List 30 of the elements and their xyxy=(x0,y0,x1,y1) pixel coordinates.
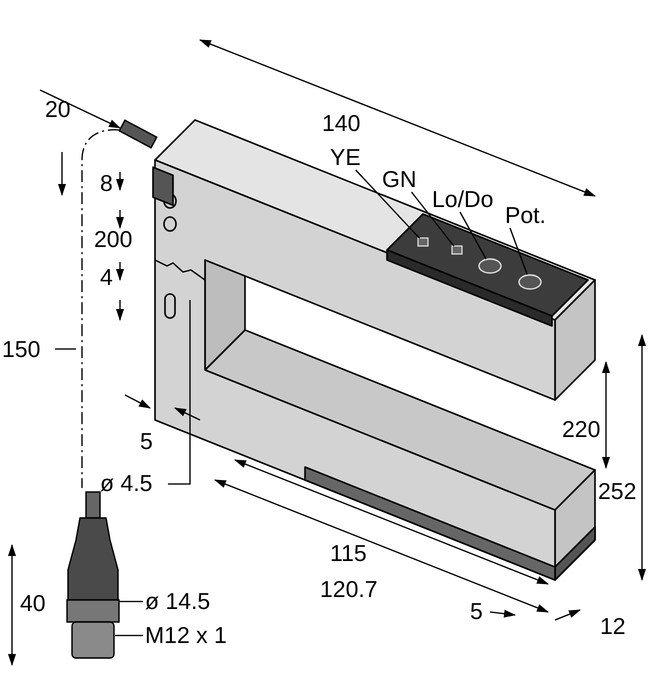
dimension-label: 4 xyxy=(100,266,113,289)
leader-line xyxy=(410,192,454,246)
indicator-led xyxy=(451,245,463,255)
callout-label: ø 14.5 xyxy=(145,590,210,613)
dimension-label: 5 xyxy=(140,430,153,453)
dimension-label: 200 xyxy=(94,228,132,251)
dimension-label: 8 xyxy=(100,172,113,195)
dimension-label: 220 xyxy=(562,418,600,441)
potentiometer-knob xyxy=(478,258,502,274)
dimension-label: ø 4.5 xyxy=(100,472,152,495)
dimension-label: 12 xyxy=(600,615,626,638)
dimension-label: 5 xyxy=(470,600,483,623)
dimension-label: 252 xyxy=(598,480,636,503)
dimension-label: 115 xyxy=(330,542,367,565)
leader-line xyxy=(115,634,143,636)
callout-label: YE xyxy=(330,146,361,169)
dimension-label: 140 xyxy=(322,112,360,135)
dimension-label: 20 xyxy=(45,98,71,121)
dimension-label: 150 xyxy=(2,338,40,361)
leader-line xyxy=(459,212,487,260)
callout-label: Pot. xyxy=(505,204,546,227)
callout-label: GN xyxy=(382,168,416,191)
callout-label: M12 x 1 xyxy=(145,624,227,647)
leader-line xyxy=(119,600,143,602)
dimension-label: 40 xyxy=(20,592,46,615)
callout-label: Lo/Do xyxy=(432,188,494,211)
indicator-led xyxy=(417,237,429,247)
leader-line xyxy=(509,228,528,275)
potentiometer-knob xyxy=(518,274,542,290)
dimension-label: 120.7 xyxy=(320,578,378,601)
